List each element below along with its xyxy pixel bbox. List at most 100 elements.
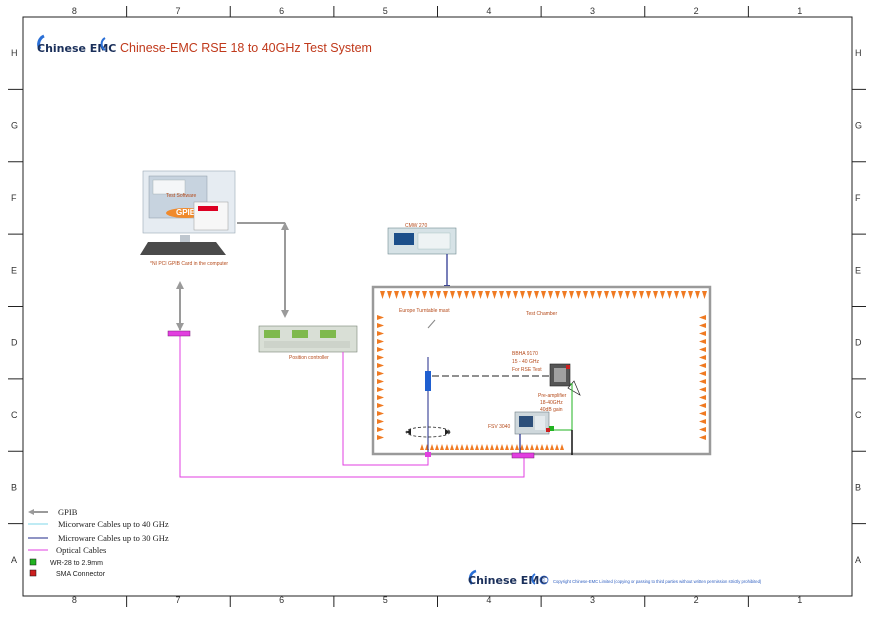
absorber-cone xyxy=(545,444,549,450)
copyright-text: Copyright Chinese-EMC Limited (copying o… xyxy=(553,579,762,584)
absorber-cone xyxy=(377,435,384,440)
absorber-cone xyxy=(464,291,469,299)
preamp-line1: Pre-amplifier xyxy=(538,393,567,399)
absorber-cone xyxy=(465,444,469,450)
legend-wr28-label: WR-28 to 2.9mm xyxy=(50,560,103,567)
absorber-cone xyxy=(377,315,384,320)
absorber-cone xyxy=(699,403,706,408)
ruler-col-label: 5 xyxy=(383,595,388,605)
absorber-cone xyxy=(387,291,392,299)
absorber-cone xyxy=(699,355,706,360)
computer-caption: *NI PCI GPIB Card in the computer xyxy=(150,261,228,267)
absorber-cone xyxy=(534,291,539,299)
absorber-cone xyxy=(377,355,384,360)
absorber-cone xyxy=(583,291,588,299)
absorber-cone xyxy=(699,387,706,392)
ruler-row-label: C xyxy=(855,410,862,420)
turntable-arrow-icon xyxy=(445,429,450,435)
logo-arc-icon xyxy=(100,37,106,51)
preamp-line2: 18-40GHz xyxy=(540,400,563,406)
absorber-cone xyxy=(500,444,504,450)
horn-aperture xyxy=(554,368,566,382)
gpib-cables xyxy=(176,222,289,331)
cmw-270: CMW 270 xyxy=(387,223,457,255)
absorbers xyxy=(377,291,707,450)
ruler-col-label: 7 xyxy=(175,6,180,16)
legend-sma-swatch xyxy=(29,569,37,577)
absorber-cone xyxy=(420,444,424,450)
absorber-cone xyxy=(562,291,567,299)
legend-gpib-arrow-icon xyxy=(28,509,34,515)
absorber-cone xyxy=(699,435,706,440)
absorber-cone xyxy=(699,347,706,352)
ruler-row-label: B xyxy=(855,482,861,492)
fsv-screen xyxy=(519,416,533,427)
controller-display-2 xyxy=(292,330,308,338)
absorber-cone xyxy=(702,291,707,299)
absorber-cone xyxy=(435,444,439,450)
cmw-keypad xyxy=(417,232,451,250)
absorber-cone xyxy=(492,291,497,299)
absorber-cone xyxy=(527,291,532,299)
ruler-row-label: F xyxy=(855,193,861,203)
absorber-cone xyxy=(377,379,384,384)
absorber-cone xyxy=(560,444,564,450)
absorber-cone xyxy=(422,291,427,299)
footer-logo-arc-icon xyxy=(531,573,536,585)
bbha-line2: 15 - 40 GHz xyxy=(512,359,539,365)
absorber-cone xyxy=(611,291,616,299)
absorber-cone xyxy=(499,291,504,299)
ruler-row-label: H xyxy=(11,48,18,58)
ruler-row-label: D xyxy=(855,338,862,348)
turntable-arrow-left-icon xyxy=(406,429,411,435)
footer-logo-text: Chinese EMC xyxy=(468,574,547,587)
absorber-cone xyxy=(480,444,484,450)
absorber-cone xyxy=(377,387,384,392)
legend: GPIB Micorware Cables up to 40 GHz Micro… xyxy=(28,507,169,578)
optical-cable-pc-fsv xyxy=(179,336,525,478)
legend-gpib-label: GPIB xyxy=(58,507,78,517)
absorber-cone xyxy=(430,444,434,450)
gpib-arrow-up-2 xyxy=(176,281,184,289)
controller-display-1 xyxy=(264,330,280,338)
gpib-arrow-up xyxy=(281,222,289,230)
preamp-line3: 40dB gain xyxy=(540,407,563,413)
ruler-row-label: H xyxy=(855,48,862,58)
keyboard xyxy=(140,242,226,255)
ruler-col-label: 4 xyxy=(486,6,491,16)
absorber-cone xyxy=(443,291,448,299)
ruler-col-label: 2 xyxy=(694,6,699,16)
footer: Chinese EMC © Copyright Chinese-EMC Limi… xyxy=(468,569,762,587)
absorber-cone xyxy=(699,331,706,336)
gpib-arrow-down xyxy=(281,310,289,318)
absorber-cone xyxy=(548,291,553,299)
ruler-row-label: G xyxy=(855,121,862,131)
absorber-cone xyxy=(550,444,554,450)
ruler-col-label: 8 xyxy=(72,6,77,16)
absorber-cone xyxy=(681,291,686,299)
absorber-cone xyxy=(377,403,384,408)
software-window xyxy=(152,179,186,195)
absorber-cone xyxy=(699,427,706,432)
absorber-cone xyxy=(540,444,544,450)
absorber-cone xyxy=(471,291,476,299)
optical-node-mast xyxy=(425,452,431,457)
ruler-row-label: D xyxy=(11,338,18,348)
page-title: Chinese-EMC RSE 18 to 40GHz Test System xyxy=(120,41,372,55)
optical-converter-fsv xyxy=(511,452,535,459)
ruler-col-label: 1 xyxy=(797,6,802,16)
copyright-symbol: © xyxy=(542,577,546,584)
absorber-cone xyxy=(541,291,546,299)
absorber-cone xyxy=(377,331,384,336)
legend-wr28-swatch xyxy=(29,558,37,566)
absorber-cone xyxy=(699,419,706,424)
controller-buttons xyxy=(264,341,350,348)
header-logo: Chinese EMC xyxy=(37,34,116,55)
absorber-cone xyxy=(699,395,706,400)
ruler-row-label: B xyxy=(11,482,17,492)
wr28-connector xyxy=(549,426,554,431)
absorber-cone xyxy=(632,291,637,299)
